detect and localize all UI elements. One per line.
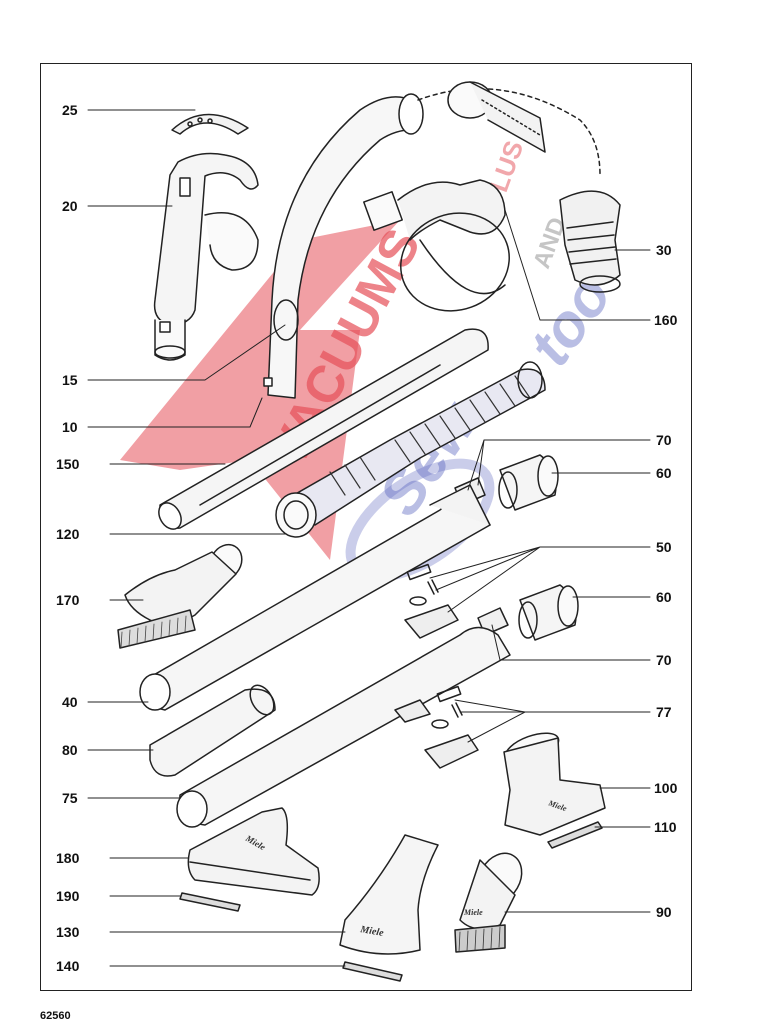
part-190-strip xyxy=(179,892,241,912)
callout-80: 80 xyxy=(62,742,78,758)
callout-140: 140 xyxy=(56,958,80,974)
part-75-telescopic-tube-lower xyxy=(176,626,511,828)
part-40-telescopic-tube xyxy=(139,484,491,711)
callout-77: 77 xyxy=(656,704,672,720)
callout-60-lower: 60 xyxy=(656,589,672,605)
part-10-curved-wand xyxy=(263,93,424,399)
callout-15: 15 xyxy=(62,372,78,388)
part-130-flat-nozzle: Miele xyxy=(339,834,439,955)
leader-50 xyxy=(429,546,651,613)
part-180-floor-nozzle: Miele xyxy=(187,807,320,896)
callout-70-lower: 70 xyxy=(656,652,672,668)
callout-25: 25 xyxy=(62,102,78,118)
part-100-upholstery-nozzle: Miele xyxy=(503,732,606,836)
callout-130: 130 xyxy=(56,924,80,940)
leader-70a xyxy=(467,439,651,491)
callout-170: 170 xyxy=(56,592,80,608)
callout-labels: 25 20 15 10 150 120 170 40 80 75 180 190… xyxy=(56,102,678,974)
part-150-straight-tube xyxy=(158,328,489,530)
part-50-slider-assembly xyxy=(404,563,459,639)
callout-40: 40 xyxy=(62,694,78,710)
part-77-slider-assembly xyxy=(424,685,479,769)
part-110-strip xyxy=(547,821,603,849)
leader-lines xyxy=(87,109,651,967)
callout-10: 10 xyxy=(62,419,78,435)
callout-100: 100 xyxy=(654,780,678,796)
leader-10 xyxy=(87,397,263,428)
callout-70-upper: 70 xyxy=(656,432,672,448)
part-20-handle xyxy=(153,152,259,361)
part-80-crevice-tool xyxy=(149,684,276,777)
part-60-ring-sleeve-upper xyxy=(498,454,559,511)
callout-160: 160 xyxy=(654,312,678,328)
footer-code: 62560 xyxy=(40,1010,71,1022)
callout-50: 50 xyxy=(656,539,672,555)
callout-90: 90 xyxy=(656,904,672,920)
callout-180: 180 xyxy=(56,850,80,866)
part-140-strip xyxy=(342,961,403,982)
callout-60-upper: 60 xyxy=(656,465,672,481)
part-25-handle-cap xyxy=(171,113,249,135)
callout-20: 20 xyxy=(62,198,78,214)
callout-30: 30 xyxy=(656,242,672,258)
leader-77 xyxy=(454,699,651,743)
callout-120: 120 xyxy=(56,526,80,542)
leader-15 xyxy=(87,324,286,381)
callout-110: 110 xyxy=(654,819,677,835)
part-160-electrical-adapter xyxy=(363,179,510,312)
leader-70b xyxy=(491,624,651,661)
part-60-ring-sleeve-lower xyxy=(518,584,579,641)
callout-75: 75 xyxy=(62,790,78,806)
callout-190: 190 xyxy=(56,888,80,904)
part-120-flexible-hose xyxy=(275,361,546,538)
brand-mark-crevice-130: Miele xyxy=(358,924,384,939)
part-170-dusting-brush xyxy=(117,543,243,649)
part-90-round-brush: Miele xyxy=(454,852,523,953)
leader-160 xyxy=(504,209,651,321)
diagram-frame xyxy=(40,63,692,991)
part-30-hose-connector xyxy=(447,81,621,293)
callout-150: 150 xyxy=(56,456,80,472)
brand-mark-brush-90: Miele xyxy=(463,908,483,917)
